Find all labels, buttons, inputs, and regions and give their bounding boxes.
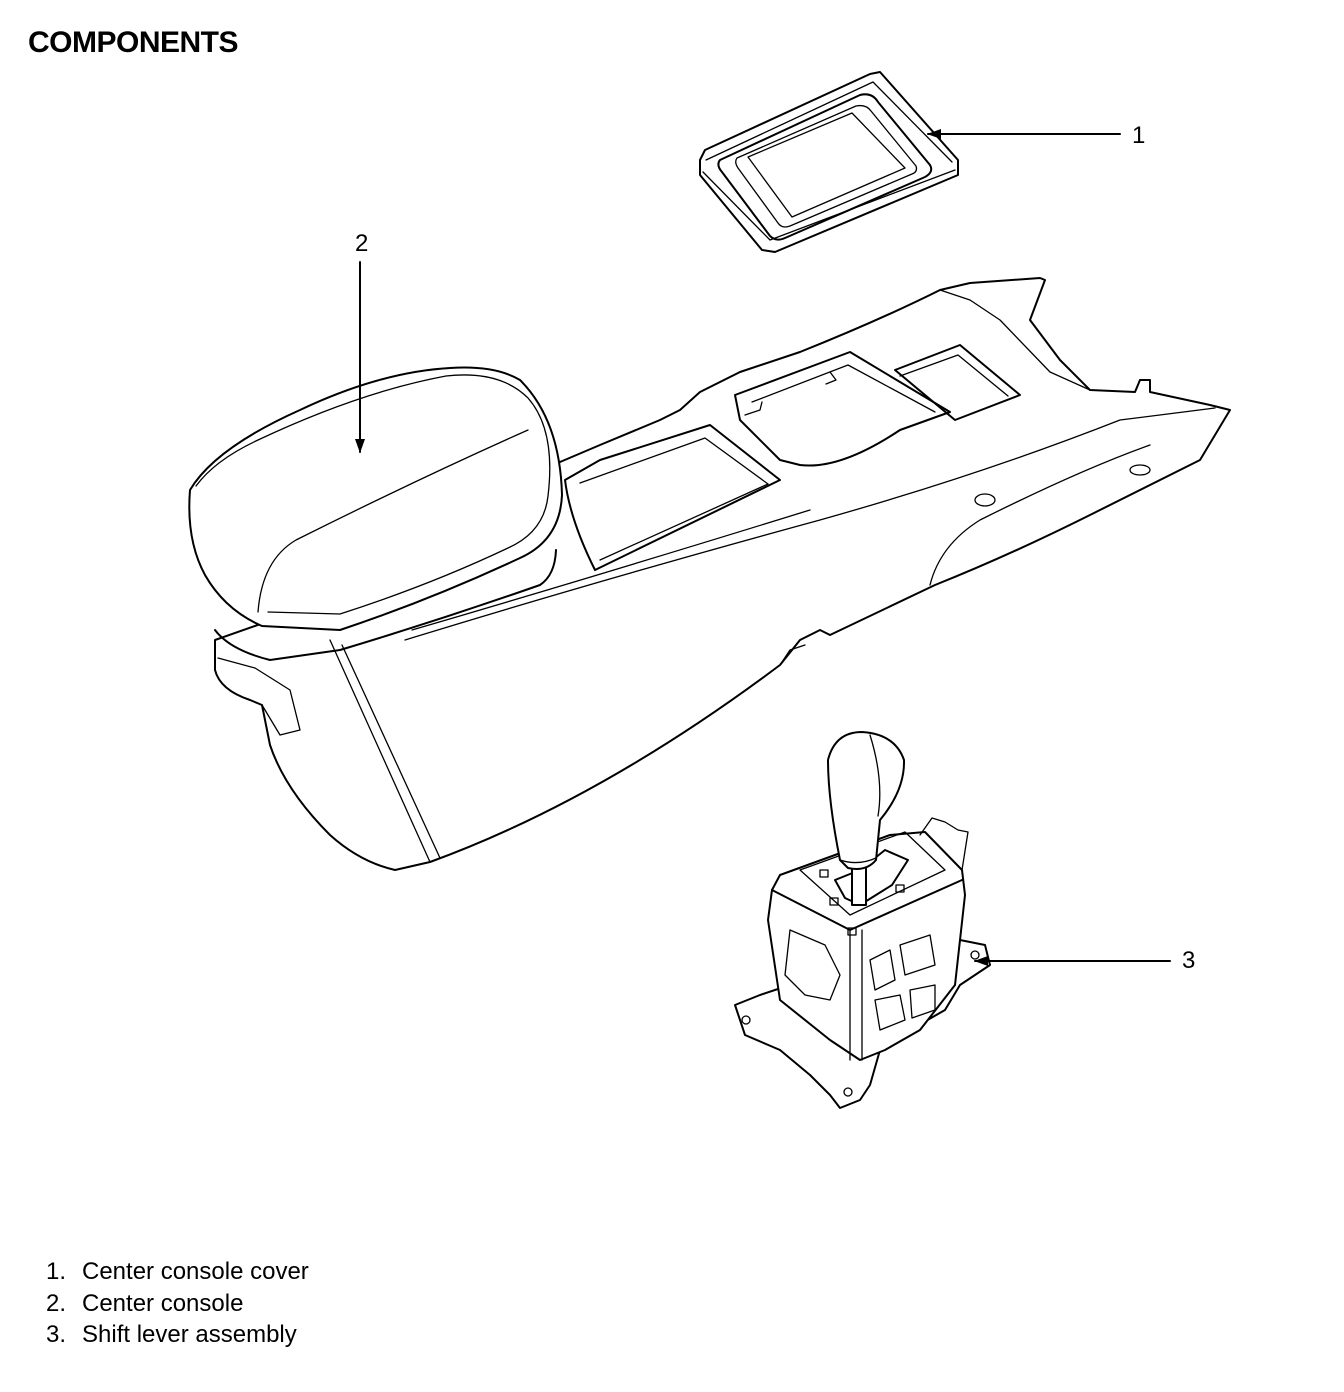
legend-number: 2.: [46, 1289, 67, 1317]
legend-number: 1.: [46, 1258, 67, 1285]
legend-number: 3.: [46, 1321, 67, 1348]
legend-label: Center console cover: [82, 1258, 309, 1285]
parts-legend: 1. Center console cover 2. Center console …: [46, 1256, 309, 1351]
callout-label-2: 2: [355, 230, 368, 257]
shift-lever-assembly-illustration: [734, 731, 991, 1109]
legend-item: 1. Center console cover: [46, 1256, 309, 1288]
center-console-illustration: [188, 277, 1231, 871]
legend-label: Shift lever assembly: [82, 1321, 297, 1348]
legend-item: 2. Center console: [46, 1288, 309, 1320]
callout-leaders: [355, 129, 1171, 966]
legend-item: 3. Shift lever assembly: [46, 1319, 309, 1351]
callout-label-3: 3: [1182, 947, 1195, 974]
center-console-cover-illustration: [699, 71, 959, 253]
legend-label: Center console: [82, 1289, 244, 1317]
callout-label-1: 1: [1132, 122, 1145, 149]
page-title: COMPONENTS: [28, 26, 239, 59]
